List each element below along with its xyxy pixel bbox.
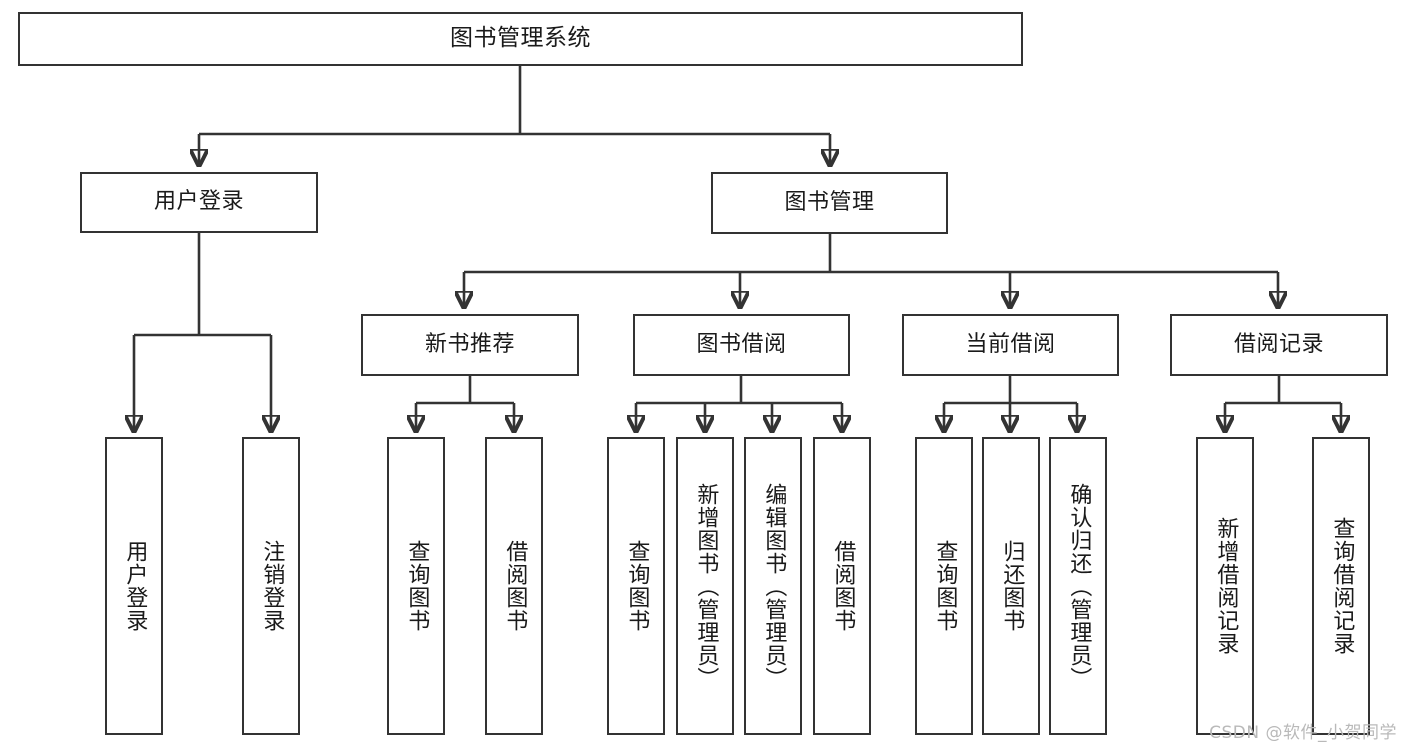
leaf-new-book-query-books[interactable]: 查询图书 [387, 437, 445, 735]
node-label: 借阅图书 [830, 540, 856, 632]
node-label: 确认归还（管理员） [1066, 482, 1092, 690]
node-label: 查询借阅记录 [1329, 517, 1355, 655]
node-label: 新书推荐 [424, 331, 515, 357]
node-book-borrow[interactable]: 图书借阅 [633, 314, 850, 376]
node-label: 查询图书 [404, 540, 430, 632]
node-root-book-management-system[interactable]: 图书管理系统 [18, 12, 1023, 66]
node-current-borrow[interactable]: 当前借阅 [902, 314, 1119, 376]
node-label: 查询图书 [624, 540, 650, 632]
leaf-user-login-signout[interactable]: 注销登录 [242, 437, 300, 735]
leaf-new-book-borrow-books[interactable]: 借阅图书 [485, 437, 543, 735]
leaf-borrow-record-add-record[interactable]: 新增借阅记录 [1196, 437, 1254, 735]
node-new-book-recommend[interactable]: 新书推荐 [361, 314, 579, 376]
node-book-management[interactable]: 图书管理 [711, 172, 948, 234]
node-label: 图书管理 [784, 189, 875, 215]
node-label: 归还图书 [999, 540, 1025, 632]
node-label: 图书管理系统 [450, 25, 591, 52]
node-borrow-record[interactable]: 借阅记录 [1170, 314, 1388, 376]
leaf-borrow-record-query-record[interactable]: 查询借阅记录 [1312, 437, 1370, 735]
node-label: 借阅图书 [502, 540, 528, 632]
leaf-book-borrow-edit-book-admin[interactable]: 编辑图书（管理员） [744, 437, 802, 735]
leaf-book-borrow-query-books[interactable]: 查询图书 [607, 437, 665, 735]
leaf-user-login-signin[interactable]: 用户登录 [105, 437, 163, 735]
node-label: 用户登录 [153, 189, 244, 215]
node-label: 新增图书（管理员） [693, 482, 719, 690]
leaf-current-borrow-query-books[interactable]: 查询图书 [915, 437, 973, 735]
leaf-current-borrow-confirm-return-admin[interactable]: 确认归还（管理员） [1049, 437, 1107, 735]
node-label: 注销登录 [259, 540, 285, 632]
node-label: 图书借阅 [696, 331, 787, 357]
node-label: 编辑图书（管理员） [761, 482, 787, 690]
node-user-login[interactable]: 用户登录 [80, 172, 318, 233]
csdn-watermark: CSDN @软件_小贺同学 [1209, 723, 1397, 743]
leaf-current-borrow-return-books[interactable]: 归还图书 [982, 437, 1040, 735]
leaf-book-borrow-add-book-admin[interactable]: 新增图书（管理员） [676, 437, 734, 735]
node-label: 查询图书 [932, 540, 958, 632]
node-label: 用户登录 [122, 540, 148, 632]
node-label: 新增借阅记录 [1213, 517, 1239, 655]
leaf-book-borrow-borrow-books[interactable]: 借阅图书 [813, 437, 871, 735]
node-label: 借阅记录 [1233, 331, 1324, 357]
node-label: 当前借阅 [965, 331, 1056, 357]
